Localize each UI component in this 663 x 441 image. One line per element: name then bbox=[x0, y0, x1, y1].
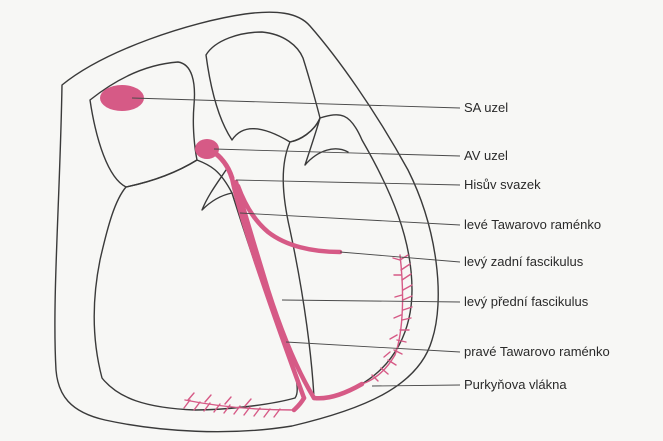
left-atrium bbox=[206, 32, 320, 142]
leader-lines bbox=[132, 98, 460, 386]
valve-leaflet bbox=[202, 170, 232, 210]
leader-line-his-bundle bbox=[236, 180, 460, 185]
apex-loop bbox=[294, 398, 304, 410]
label-purkinje-fibers: Purkyňova vlákna bbox=[464, 377, 567, 392]
label-av-node: AV uzel bbox=[464, 148, 508, 163]
label-left-bundle-branch: levé Tawarovo raménko bbox=[464, 217, 601, 232]
conduction-system bbox=[100, 85, 412, 417]
valve-leaflet bbox=[305, 118, 348, 165]
left-anterior-fascicle-shape bbox=[236, 182, 314, 398]
leader-line-purkinje-fibers bbox=[372, 385, 460, 386]
his-bundle-shape bbox=[212, 151, 232, 178]
leader-line-left-anterior-fascicle bbox=[282, 300, 460, 302]
leader-line-av-node bbox=[214, 149, 460, 156]
purkinje-fibers-left-wall bbox=[362, 255, 412, 384]
purkinje-fibers-apex bbox=[184, 393, 294, 417]
leader-line-sa-node bbox=[132, 98, 460, 108]
label-left-anterior-fascicle: levý přední fascikulus bbox=[464, 294, 589, 309]
apex-loop bbox=[314, 384, 362, 398]
label-right-bundle-branch: pravé Tawarovo raménko bbox=[464, 344, 610, 359]
labels: SA uzel AV uzel Hisův svazek levé Tawaro… bbox=[464, 100, 610, 392]
label-his-bundle: Hisův svazek bbox=[464, 177, 541, 192]
label-sa-node: SA uzel bbox=[464, 100, 508, 115]
leader-line-right-bundle-branch bbox=[286, 342, 460, 352]
label-left-posterior-fascicle: levý zadní fascikulus bbox=[464, 254, 584, 269]
